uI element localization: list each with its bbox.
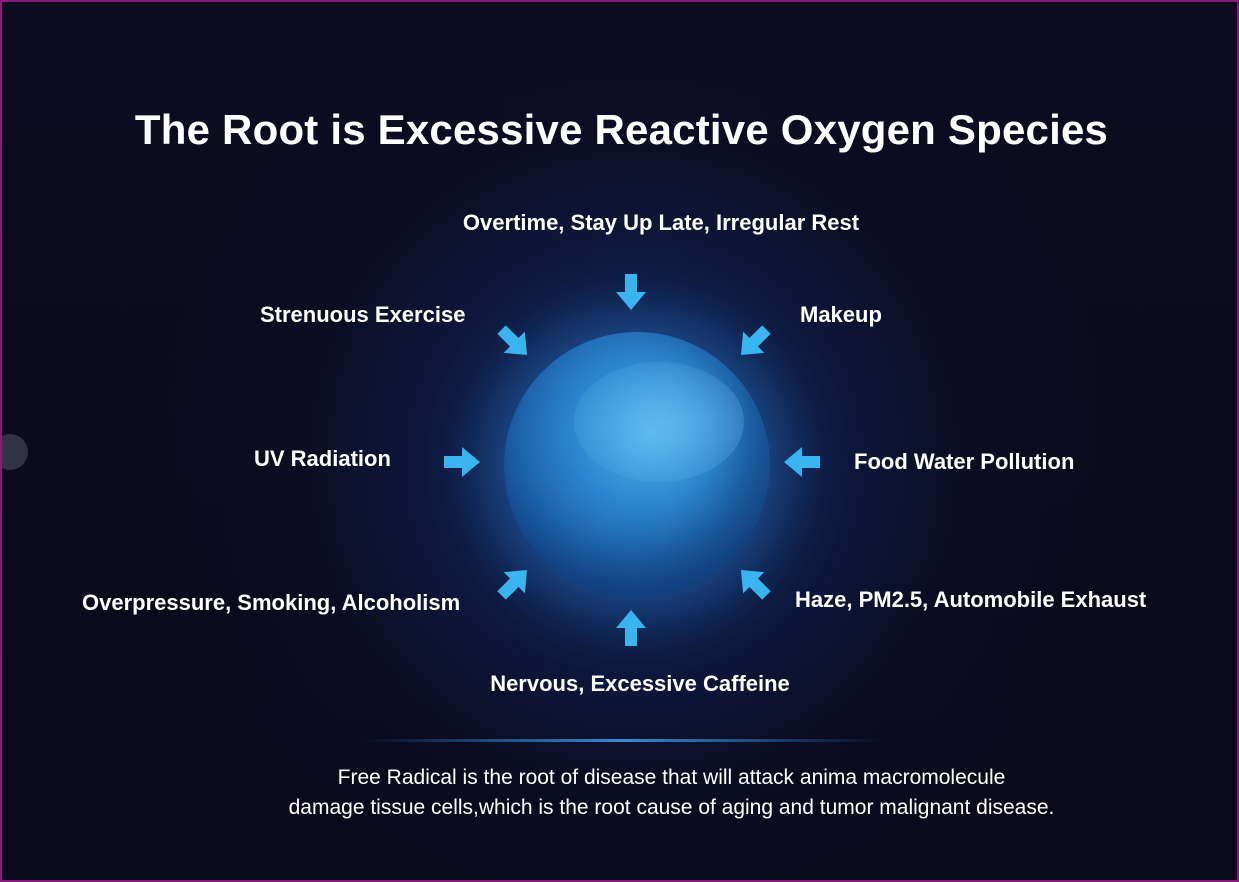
arrow-up-icon	[608, 604, 654, 650]
arrow-down-left-icon	[720, 310, 785, 375]
reactive-oxygen-sphere-icon	[504, 332, 770, 598]
divider-line	[362, 739, 882, 742]
cause-label-upper-right: Makeup	[800, 302, 882, 327]
cause-label-lower-right: Haze, PM2.5, Automobile Exhaust	[795, 587, 1147, 612]
sphere-highlight	[574, 362, 744, 482]
description-line-1: Free Radical is the root of disease that…	[337, 766, 1006, 789]
cause-label-left: UV Radiation	[254, 446, 391, 471]
cause-label-lower-left: Overpressure, Smoking, Alcoholism	[82, 590, 461, 615]
description-line-2: damage tissue cells,which is the root ca…	[288, 796, 1055, 819]
cause-label-right: Food Water Pollution	[854, 449, 1075, 474]
cause-label-bottom: Nervous, Excessive Caffeine	[490, 671, 790, 696]
cause-label-upper-left: Strenuous Exercise	[260, 302, 466, 327]
arrow-up-right-icon	[482, 549, 547, 614]
arrow-left-icon	[778, 439, 824, 485]
cause-label-top: Overtime, Stay Up Late, Irregular Rest	[462, 210, 860, 235]
arrow-down-icon	[608, 270, 654, 316]
page-title: The Root is Excessive Reactive Oxygen Sp…	[134, 106, 1109, 153]
arrow-down-right-icon	[482, 310, 547, 375]
arrow-right-icon	[440, 439, 486, 485]
arrow-up-left-icon	[720, 549, 785, 614]
side-scroll-icon	[2, 434, 28, 470]
